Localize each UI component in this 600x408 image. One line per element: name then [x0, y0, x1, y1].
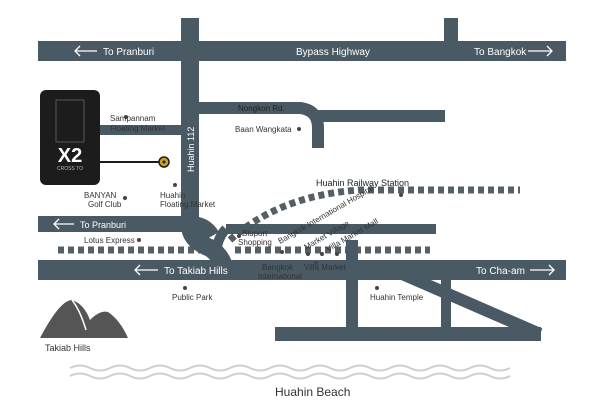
baan-wangkata-label: Baan Wangkata: [235, 125, 292, 134]
sampannam-label-2: Floating Market: [110, 124, 166, 133]
takiab-hills-label: Takiab Hills: [45, 343, 91, 353]
public-park-label: Public Park: [172, 293, 213, 302]
huahin-floating-label-1: Huahin: [160, 191, 185, 200]
arrow-left-icon: [134, 264, 158, 276]
to-pranburi-mid-label: To Pranburi: [80, 220, 126, 230]
logo-main-text: X2: [58, 145, 82, 167]
huahin-temple-label: Huahin Temple: [370, 293, 424, 302]
pranburi-road: [38, 216, 219, 241]
bypass-highway-label: Bypass Highway: [296, 47, 370, 58]
railway-station-label: Huahin Railway Station: [316, 178, 409, 188]
bluport-label-2: Shopping: [238, 238, 272, 247]
huahin-112-label: Huahin 112: [186, 127, 196, 172]
sampannam-label-1: Sampannam: [110, 114, 156, 123]
nongkon-label: Nongkon Rd.: [238, 104, 285, 113]
x2-logo: X2 CROSS TO: [40, 90, 100, 185]
to-pranburi-top-label: To Pranburi: [103, 47, 154, 58]
huahin-floating-label-2: Floating Market: [160, 200, 216, 209]
roads: [38, 18, 566, 341]
to-takiab-hills-label: To Takiab Hills: [164, 266, 228, 277]
railway-line: [58, 186, 520, 254]
nongkon-road: [199, 102, 324, 148]
arrow-left-icon: [53, 218, 74, 230]
villa-market-label: Villa Market: [304, 263, 346, 272]
to-bangkok-label: To Bangkok: [474, 47, 527, 58]
bangkok-intl-label-1: Bangkok: [262, 263, 294, 272]
diagonal-road: [390, 264, 543, 340]
arrow-right-icon: [530, 264, 555, 276]
beach-waves: [69, 364, 511, 380]
bangkok-intl-label-2: International: [258, 272, 302, 281]
takiab-hills-icon: [40, 299, 128, 338]
huahin-beach-label: Huahin Beach: [275, 385, 350, 399]
poi-markers: [123, 115, 403, 290]
banyan-label-1: BANYAN: [84, 191, 117, 200]
arrow-right-icon: [528, 45, 553, 57]
logo-sub-text: CROSS TO: [57, 166, 83, 172]
bluport-label-1: Bluport: [242, 229, 268, 238]
to-cha-am-label: To Cha-am: [476, 266, 525, 277]
lotus-express-label: Lotus Express: [84, 236, 135, 245]
arrow-left-icon: [74, 45, 97, 57]
banyan-label-2: Golf Club: [88, 200, 122, 209]
location-pin-icon: [158, 156, 170, 168]
